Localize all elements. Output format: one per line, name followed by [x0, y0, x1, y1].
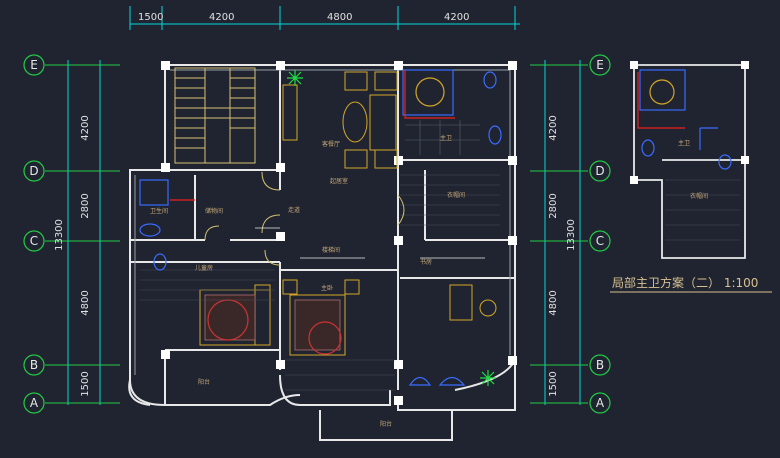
detail-title: 局部主卫方案（二） 1:100 [612, 275, 758, 290]
room-label-living: 起居室 [330, 177, 348, 185]
axis-label-d-right: D [595, 164, 604, 178]
detail-title-group: 局部主卫方案（二） 1:100 [610, 275, 772, 293]
axis-label-d: D [29, 164, 38, 178]
detail-hatch [665, 179, 740, 241]
right-dimension-chain [544, 60, 581, 405]
axis-label-c-right: C [596, 234, 604, 248]
axis-lines-right [530, 64, 588, 404]
door-swings [204, 171, 405, 266]
bath-tiles [405, 120, 480, 155]
left-dim-1: 4200 [80, 115, 91, 140]
right-dim-3: 4800 [548, 290, 559, 315]
right-dim-1: 4200 [548, 115, 559, 140]
left-dim-total: 13300 [54, 219, 65, 251]
room-label-wardrobe: 衣帽间 [447, 191, 465, 199]
top-dim-3: 4800 [327, 12, 352, 23]
axis-bubbles-left [23, 54, 45, 414]
plant-icons [287, 70, 496, 386]
structural-columns [161, 61, 517, 405]
room-label-balcony-left: 阳台 [198, 378, 210, 386]
top-dim-2: 4200 [209, 12, 234, 23]
room-label-corridor: 走道 [288, 206, 300, 214]
top-dim-1: 1500 [138, 12, 163, 23]
detail-columns [630, 61, 749, 184]
axis-label-a-right: A [596, 396, 605, 410]
detail-label-cloak: 衣帽间 [690, 192, 708, 200]
room-label-master: 主卧 [321, 284, 333, 292]
room-label-storage: 储物间 [205, 207, 223, 215]
axis-label-b: B [30, 358, 38, 372]
detail-red [637, 72, 685, 129]
left-dim-2: 2800 [80, 193, 91, 218]
detail-fixtures [639, 69, 732, 170]
right-dim-4: 1500 [548, 371, 559, 396]
floor-hatch [140, 174, 500, 391]
top-dimension-chain [129, 6, 520, 30]
partition-red [170, 70, 455, 201]
room-label-balcony-bottom: 阳台 [380, 420, 392, 428]
room-label-child: 儿童房 [195, 264, 213, 272]
axis-bubbles-right [589, 54, 611, 414]
axis-label-e-right: E [596, 58, 604, 72]
room-label-dining: 客餐厅 [322, 140, 340, 148]
leader-lines [255, 227, 485, 259]
bath-fixtures [139, 69, 502, 386]
room-label-study: 书房 [420, 258, 432, 266]
right-dim-total: 13300 [566, 219, 577, 251]
room-label-master-bath: 主卫 [440, 134, 452, 142]
left-dim-4: 1500 [80, 371, 91, 396]
axis-label-c: C [30, 234, 38, 248]
axis-lines-left [45, 64, 120, 404]
axis-label-e: E [30, 58, 38, 72]
right-dim-2: 2800 [548, 193, 559, 218]
axis-label-b-right: B [596, 358, 604, 372]
top-dim-4: 4200 [444, 12, 469, 23]
left-dim-3: 4800 [80, 290, 91, 315]
room-label-bath-left: 卫生间 [150, 207, 168, 215]
room-label-stair: 楼梯间 [322, 246, 340, 254]
detail-label-bath: 主卫 [678, 139, 690, 147]
staircase [174, 67, 256, 164]
axis-label-a: A [30, 396, 39, 410]
left-dimension-chain [67, 60, 101, 405]
bed-covers [204, 294, 341, 351]
